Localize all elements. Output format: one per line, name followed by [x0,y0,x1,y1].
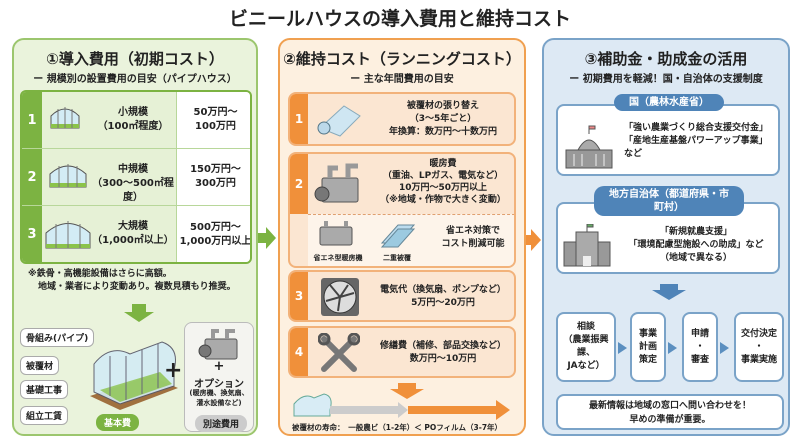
running-cost-title: ②維持コスト（ランニングコスト） [283,50,521,68]
step-application: 申請 ・ 審査 [682,312,718,382]
option-title: オプション [194,379,244,390]
pvc-lifespan-bar [330,406,400,414]
cost-note-line: ※鉄骨・高機能設備はさらに高額。 [28,269,172,279]
scale-name: 中規模 （300〜500㎡程度） [90,163,176,205]
municipal-building-icon [563,224,611,267]
down-arrow-icon [652,284,686,300]
efficient-heater-icon [319,221,353,246]
label-frame: 骨組み(パイプ) [20,328,95,347]
row-number: 1 [22,92,42,148]
initial-cost-title: ①導入費用（初期コスト） [46,50,224,68]
double-cover-icon [380,224,416,248]
right-arrow-icon [258,227,276,249]
item-text: 電気代（換気扇、ポンプなど） 5万円〜20万円 [380,285,506,308]
item-number: 2 [290,154,308,214]
heater-icon [198,329,238,360]
right-arrow-icon [523,229,541,251]
option-box: + オプション (暖房機、換気扇、 灌水設備など) 別途費用 [184,322,254,432]
efficient-heater-label: 省エネ型暖房機 [313,254,363,262]
heater-icon [314,163,359,203]
scale-price: 50万円〜 100万円 [176,92,250,148]
initial-cost-subtitle: ー 規模別の設置費用の目安（パイプハウス） [33,74,237,85]
item-text: 被覆材の張り替え （3〜5年ごと） 年換算：数万円〜十数万円 [388,101,497,137]
initial-cost-panel: ①導入費用（初期コスト） ー 規模別の設置費用の目安（パイプハウス） 1 小規模… [12,38,258,436]
scale-price: 150万円〜 300万円 [176,149,250,205]
label-cover: 被覆材 [20,356,60,375]
subsidy-panel: ③補助金・助成金の活用 ー 初期費用を軽減！国・自治体の支援制度 「強い農業づく… [542,38,790,436]
arrow-head-icon [398,402,408,418]
scale-name-text: 中規模 [118,164,148,175]
national-support-box: 「強い農業づくり総合支援交付金」 「産地生産基盤パワーアップ事業」 など [556,104,780,176]
scale-area-text: （300〜500㎡程度） [92,178,174,203]
step-grant-decision: 交付決定 ・ 事業実施 [734,312,784,382]
table-row: 2 中規模 （300〜500㎡程度） 150万円〜 300万円 [22,149,250,206]
flow-arrow-icon [668,342,677,354]
national-header: 国（農林水産省） [614,94,724,111]
tunnel-house-icon [293,393,332,417]
government-building-icon [565,125,613,169]
medium-greenhouse-icon [49,164,87,188]
scale-name: 大規模 （1,000㎡以上） [90,220,176,248]
option-plus: + [213,359,225,374]
scale-area-text: （100㎡程度） [97,121,169,132]
down-arrow-icon [390,383,424,399]
small-greenhouse-icon [50,107,80,129]
flow-arrow-icon [720,342,729,354]
row-number: 3 [22,206,42,262]
basic-cost-badge: 基本費 [96,414,140,431]
double-cover-label: 二重被覆 [383,254,411,262]
option-detail: (暖房機、換気扇、 灌水設備など) [189,389,249,407]
scale-name-text: 大規模 [118,221,148,232]
cost-item-repair: 4 修繕費（補修、部品交換など） 数万円〜10万円 [288,326,516,378]
scale-table: 1 小規模 （100㎡程度） 50万円〜 100万円 2 中規模 （300〜500㎡… [20,90,252,264]
lifespan-caption: 被覆材の寿命： 一般農ビ（1-2年）＜ POフィルム（3-7年） [292,423,503,432]
item-text: 修繕費（補修、部品交換など） 数万円〜10万円 [379,341,506,364]
contact-footer: 最新情報は地域の窓口へ問い合わせを！ 早めの準備が重要。 [556,394,784,430]
running-cost-subtitle: ー 主な年間費用の目安 [350,74,454,85]
running-cost-panel: ②維持コスト（ランニングコスト） ー 主な年間費用の目安 1 被覆材の張り替え … [278,38,526,436]
separate-cost-badge: 別途費用 [195,415,248,432]
label-assembly: 組立工賃 [20,406,69,425]
local-programs: 「新規就農支援」 「環境配慮型施設への助成」など （地域で異なる） [628,227,764,263]
cost-note: ※鉄骨・高機能設備はさらに高額。地域・業者により変動あり。複数見積もり推奨。 [28,268,236,294]
scale-area-text: （1,000㎡以上） [92,235,174,246]
page-title: ビニールハウスの導入費用と維持コスト [228,8,571,30]
local-header: 地方自治体（都道府県・市町村） [594,186,744,216]
item-number: 1 [290,94,308,144]
item-text: 暖房費 （重油、LPガス、電気など） 10万円〜50万円以上 （※地域・作物で大… [380,159,506,205]
scale-name: 小規模 （100㎡程度） [90,106,176,134]
subsidy-title: ③補助金・助成金の活用 [584,50,748,68]
item-number: 4 [290,328,308,376]
cost-item-heating: 2 暖房費 （重油、LPガス、電気など） 10万円〜50万円以上 （※地域・作物… [288,152,516,268]
national-programs: 「強い農業づくり総合支援交付金」 「産地生産基盤パワーアップ事業」 など [624,123,769,159]
cost-note-line: 地域・業者により変動あり。複数見積もり推奨。 [38,282,236,292]
scale-price: 500万円〜 1,000万円以上 [176,206,250,262]
subsidy-subtitle: ー 初期費用を軽減！国・自治体の支援制度 [569,74,763,85]
fan-icon [321,278,359,316]
cost-item-electricity: 3 電気代（換気扇、ポンプなど） 5万円〜20万円 [288,270,516,322]
po-film-lifespan-bar [408,406,498,414]
greenhouse-illustration [90,341,178,410]
arrow-head-icon [496,400,510,420]
step-consultation: 相談 （農業振興課、 JAなど） [556,312,616,382]
down-arrow-icon [124,304,154,322]
item-number: 3 [290,272,308,320]
energy-saving-text: 省エネ対策で コスト削減可能 [441,226,505,249]
large-greenhouse-icon [45,221,91,249]
scale-name-text: 小規模 [118,107,148,118]
cost-item-cover: 1 被覆材の張り替え （3〜5年ごと） 年換算：数万円〜十数万円 [288,92,516,146]
wrench-icon [318,333,360,372]
flow-arrow-icon [618,342,627,354]
energy-saving-section: 省エネ型暖房機 二重被覆 省エネ対策で コスト削減可能 [308,214,514,266]
table-row: 3 大規模 （1,000㎡以上） 500万円〜 1,000万円以上 [22,206,250,262]
label-foundation: 基礎工事 [20,380,69,399]
row-number: 2 [22,149,42,205]
film-roll-icon [317,105,361,137]
table-row: 1 小規模 （100㎡程度） 50万円〜 100万円 [22,92,250,149]
plus-sign: + [164,358,183,383]
step-planning: 事業 計画 策定 [630,312,666,382]
